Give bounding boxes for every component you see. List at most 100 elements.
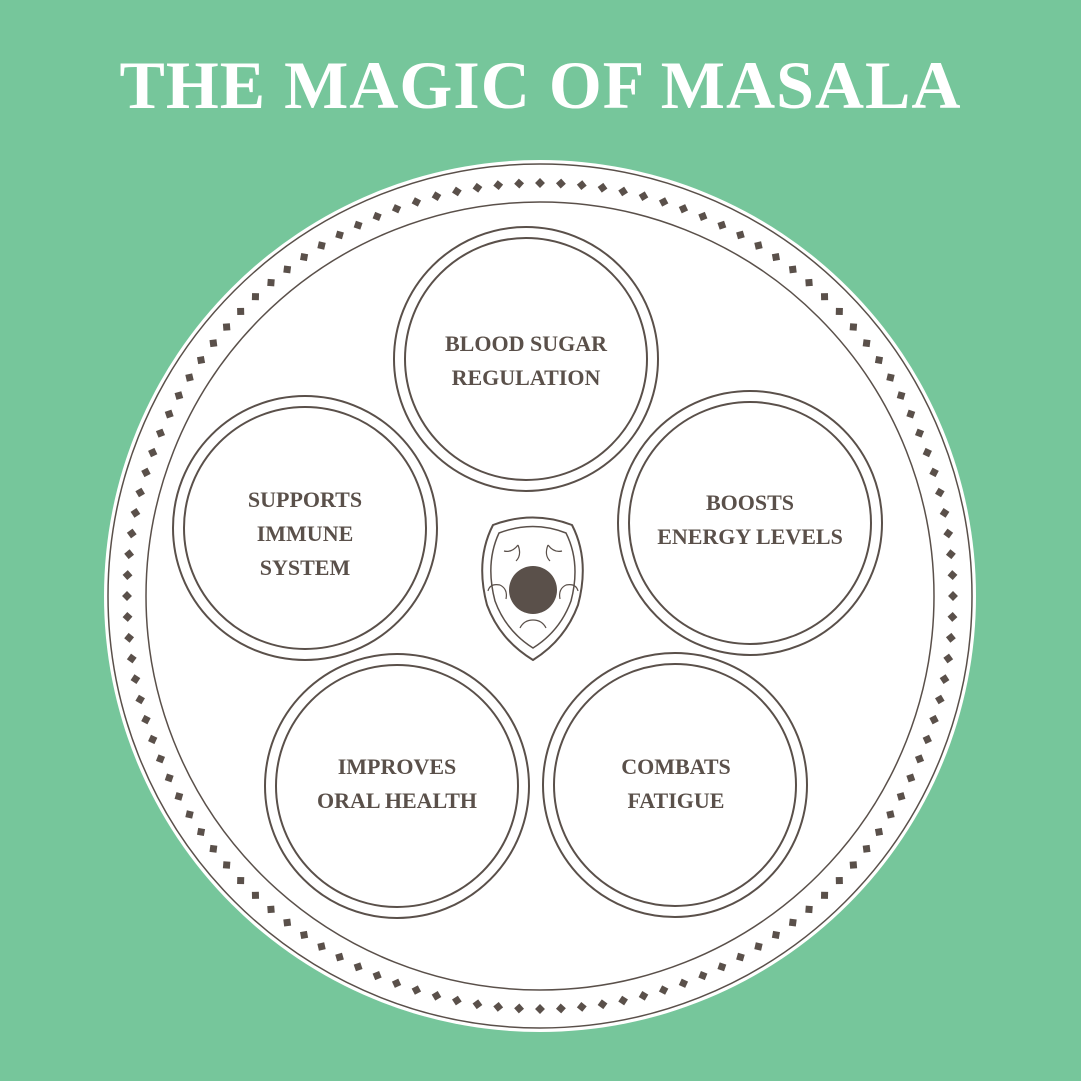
border-diamond bbox=[283, 918, 292, 927]
benefit-oral-health: IMPROVES ORAL HEALTH bbox=[277, 750, 517, 818]
border-diamond bbox=[267, 905, 275, 914]
border-diamond bbox=[300, 252, 309, 262]
border-diamond bbox=[788, 918, 797, 927]
border-diamond bbox=[174, 792, 184, 801]
border-diamond bbox=[939, 674, 950, 684]
border-diamond bbox=[122, 570, 133, 581]
border-diamond bbox=[391, 204, 402, 214]
benefit-line: BOOSTS bbox=[705, 490, 795, 515]
border-diamond bbox=[638, 991, 649, 1001]
border-diamond bbox=[805, 278, 813, 287]
border-diamond bbox=[678, 204, 689, 214]
border-diamond bbox=[452, 995, 462, 1006]
border-diamond bbox=[222, 323, 231, 331]
border-diamond bbox=[805, 905, 813, 914]
border-diamond bbox=[209, 844, 218, 853]
border-diamond bbox=[135, 487, 145, 498]
border-diamond bbox=[353, 962, 363, 972]
benefit-line: SYSTEM bbox=[259, 555, 351, 580]
border-diamond bbox=[717, 962, 727, 972]
border-diamond bbox=[141, 714, 151, 725]
border-diamond bbox=[209, 339, 218, 348]
border-diamond bbox=[939, 508, 950, 518]
border-diamond bbox=[196, 827, 206, 836]
benefit-line: SUPPORTS bbox=[247, 487, 363, 512]
border-diamond bbox=[597, 999, 608, 1010]
border-diamond bbox=[874, 356, 884, 365]
border-diamond bbox=[431, 191, 442, 201]
border-diamond bbox=[906, 773, 916, 783]
border-diamond bbox=[862, 844, 871, 853]
border-diamond bbox=[452, 186, 462, 197]
border-diamond bbox=[164, 409, 174, 419]
border-diamond bbox=[835, 876, 843, 885]
border-diamond bbox=[164, 773, 174, 783]
border-diamond bbox=[943, 528, 954, 539]
benefit-line: BLOOD SUGAR bbox=[445, 331, 607, 356]
benefit-line: ORAL HEALTH bbox=[317, 788, 477, 813]
border-diamond bbox=[896, 792, 906, 801]
border-diamond bbox=[820, 293, 829, 301]
border-diamond bbox=[472, 999, 483, 1010]
benefit-line: IMPROVES bbox=[337, 754, 457, 779]
border-diamond bbox=[906, 409, 916, 419]
bowl-combats-fatigue bbox=[542, 652, 808, 918]
border-diamond bbox=[130, 508, 141, 518]
benefit-line: REGULATION bbox=[451, 365, 601, 390]
border-diamond bbox=[576, 1001, 587, 1012]
border-diamond bbox=[922, 447, 932, 458]
border-diamond bbox=[174, 391, 184, 400]
border-diamond bbox=[638, 191, 649, 201]
border-diamond bbox=[124, 632, 135, 643]
border-diamond bbox=[141, 467, 151, 478]
border-diamond bbox=[317, 241, 326, 250]
border-diamond bbox=[754, 942, 763, 951]
border-diamond bbox=[372, 211, 382, 222]
border-diamond bbox=[130, 674, 141, 684]
border-diamond bbox=[820, 891, 829, 899]
border-diamond bbox=[317, 942, 326, 951]
border-diamond bbox=[267, 278, 275, 287]
border-diamond bbox=[555, 178, 566, 189]
border-diamond bbox=[514, 1003, 525, 1014]
border-diamond bbox=[555, 1003, 566, 1014]
border-diamond bbox=[874, 827, 884, 836]
border-diamond bbox=[862, 339, 871, 348]
benefit-boosts-energy: BOOSTS ENERGY LEVELS bbox=[630, 486, 870, 554]
border-diamond bbox=[196, 356, 206, 365]
border-diamond bbox=[237, 307, 245, 316]
border-diamond bbox=[472, 182, 483, 193]
benefit-line: FATIGUE bbox=[627, 788, 725, 813]
page-title: THE MAGIC OF MASALA bbox=[119, 47, 962, 123]
border-diamond bbox=[300, 930, 309, 940]
border-diamond bbox=[124, 549, 135, 560]
benefit-immune-system: SUPPORTS IMMUNE SYSTEM bbox=[185, 483, 425, 585]
border-diamond bbox=[493, 1001, 504, 1012]
border-diamond bbox=[185, 810, 194, 819]
benefit-line: IMMUNE bbox=[256, 521, 354, 546]
border-diamond bbox=[372, 970, 382, 981]
spice-bowls bbox=[172, 226, 883, 919]
benefit-combats-fatigue: COMBATS FATIGUE bbox=[556, 750, 796, 818]
border-diamond bbox=[148, 447, 158, 458]
border-diamond bbox=[771, 252, 780, 262]
plate-inner-ring bbox=[145, 201, 935, 991]
border-diamond bbox=[222, 861, 231, 869]
border-diamond bbox=[411, 985, 422, 995]
border-diamond bbox=[353, 220, 363, 230]
border-diamond bbox=[135, 694, 145, 705]
border-diamond bbox=[914, 754, 925, 764]
border-diamond bbox=[849, 323, 858, 331]
border-diamond bbox=[126, 653, 137, 664]
border-diamond bbox=[935, 694, 945, 705]
border-diamond bbox=[698, 970, 708, 981]
border-diamond bbox=[411, 197, 422, 207]
border-diamond bbox=[896, 391, 906, 400]
bowl-oral-health bbox=[264, 653, 530, 919]
border-diamond bbox=[754, 241, 763, 250]
border-diamond bbox=[698, 211, 708, 222]
border-diamond bbox=[717, 220, 727, 230]
diamond-border bbox=[122, 178, 958, 1014]
border-diamond bbox=[237, 876, 245, 885]
